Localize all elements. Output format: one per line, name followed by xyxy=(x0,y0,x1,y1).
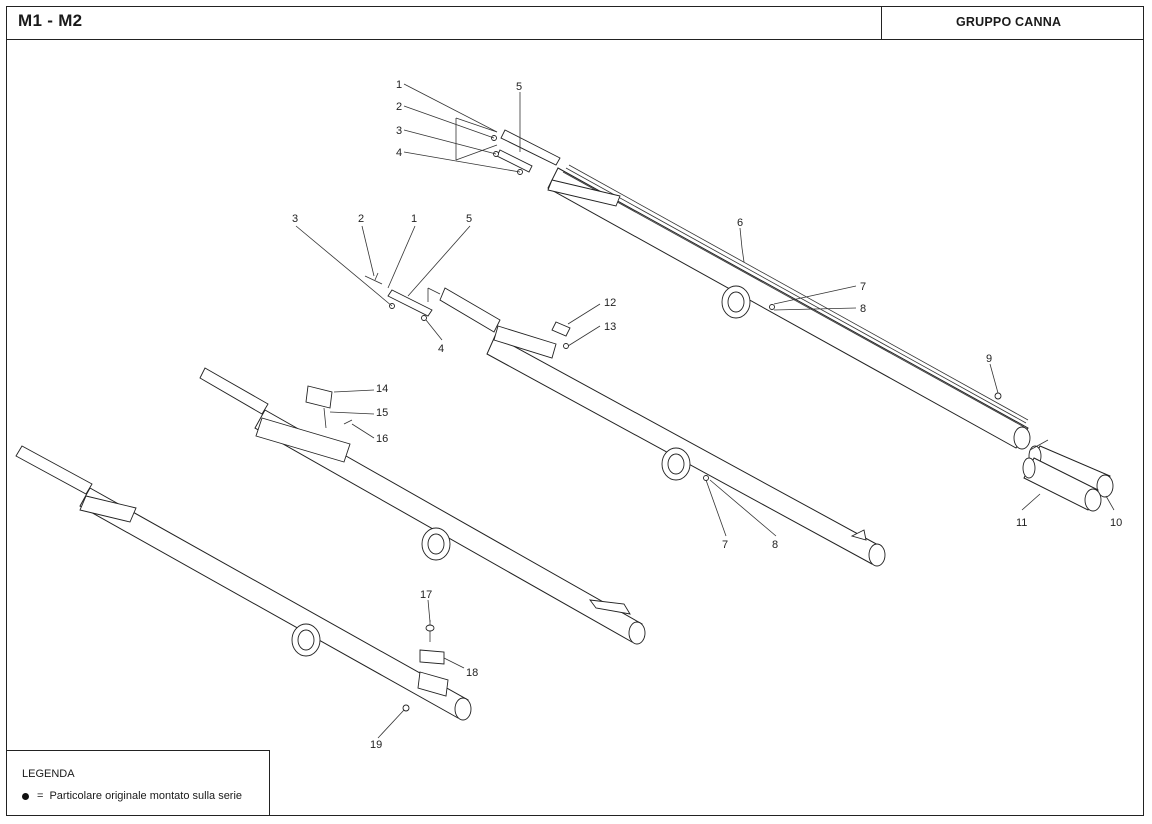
header-model-cell xyxy=(6,6,882,40)
model-title: M1 - M2 xyxy=(18,11,83,30)
barrel-c xyxy=(199,367,646,645)
callout-a1: 1 xyxy=(396,79,402,91)
callout-a11: 11 xyxy=(1016,517,1027,529)
legend-title: LEGENDA xyxy=(22,768,75,780)
callout-d19: 19 xyxy=(370,739,382,751)
leader-lines xyxy=(295,83,1115,739)
callout-b1: 1 xyxy=(411,213,417,225)
callout-a9: 9 xyxy=(986,353,992,365)
callout-a2: 2 xyxy=(396,101,402,113)
callout-a10: 10 xyxy=(1110,517,1122,529)
legend-row: = Particolare originale montato sulla se… xyxy=(22,790,242,802)
callout-b13: 13 xyxy=(604,321,616,333)
legend-box xyxy=(6,750,270,816)
callout-b7: 7 xyxy=(722,539,728,551)
barrel-a xyxy=(500,129,1031,450)
callout-b12: 12 xyxy=(604,297,616,309)
choke-tubes xyxy=(1022,439,1114,512)
parts-a xyxy=(455,117,533,175)
header-group-cell xyxy=(882,6,1144,40)
callout-a5: 5 xyxy=(516,81,522,93)
drawing-frame xyxy=(6,6,1144,816)
callout-a8: 8 xyxy=(860,303,866,315)
callout-c14: 14 xyxy=(376,383,388,395)
legend-equals: = xyxy=(37,790,44,802)
callout-b3: 3 xyxy=(292,213,298,225)
callout-labels: 1 2 3 4 5 6 7 8 9 10 11 3 2 1 5 4 12 13 … xyxy=(292,79,1122,751)
callout-b4: 4 xyxy=(438,343,444,355)
callout-b5: 5 xyxy=(466,213,472,225)
callout-c16: 16 xyxy=(376,433,388,445)
callout-a6: 6 xyxy=(737,217,743,229)
callout-d17: 17 xyxy=(420,589,432,601)
callout-d18: 18 xyxy=(466,667,478,679)
barrel-d xyxy=(15,445,472,721)
callout-c15: 15 xyxy=(376,407,388,419)
barrel-b xyxy=(439,287,886,567)
callout-a7: 7 xyxy=(860,281,866,293)
callout-a4: 4 xyxy=(396,147,402,159)
callout-b8: 8 xyxy=(772,539,778,551)
group-title: GRUPPO CANNA xyxy=(956,15,1062,29)
callout-b2: 2 xyxy=(358,213,364,225)
bullet-icon xyxy=(22,792,29,800)
callout-a3: 3 xyxy=(396,125,402,137)
parts-b xyxy=(364,272,441,321)
legend-description: Particolare originale montato sulla seri… xyxy=(49,790,243,802)
